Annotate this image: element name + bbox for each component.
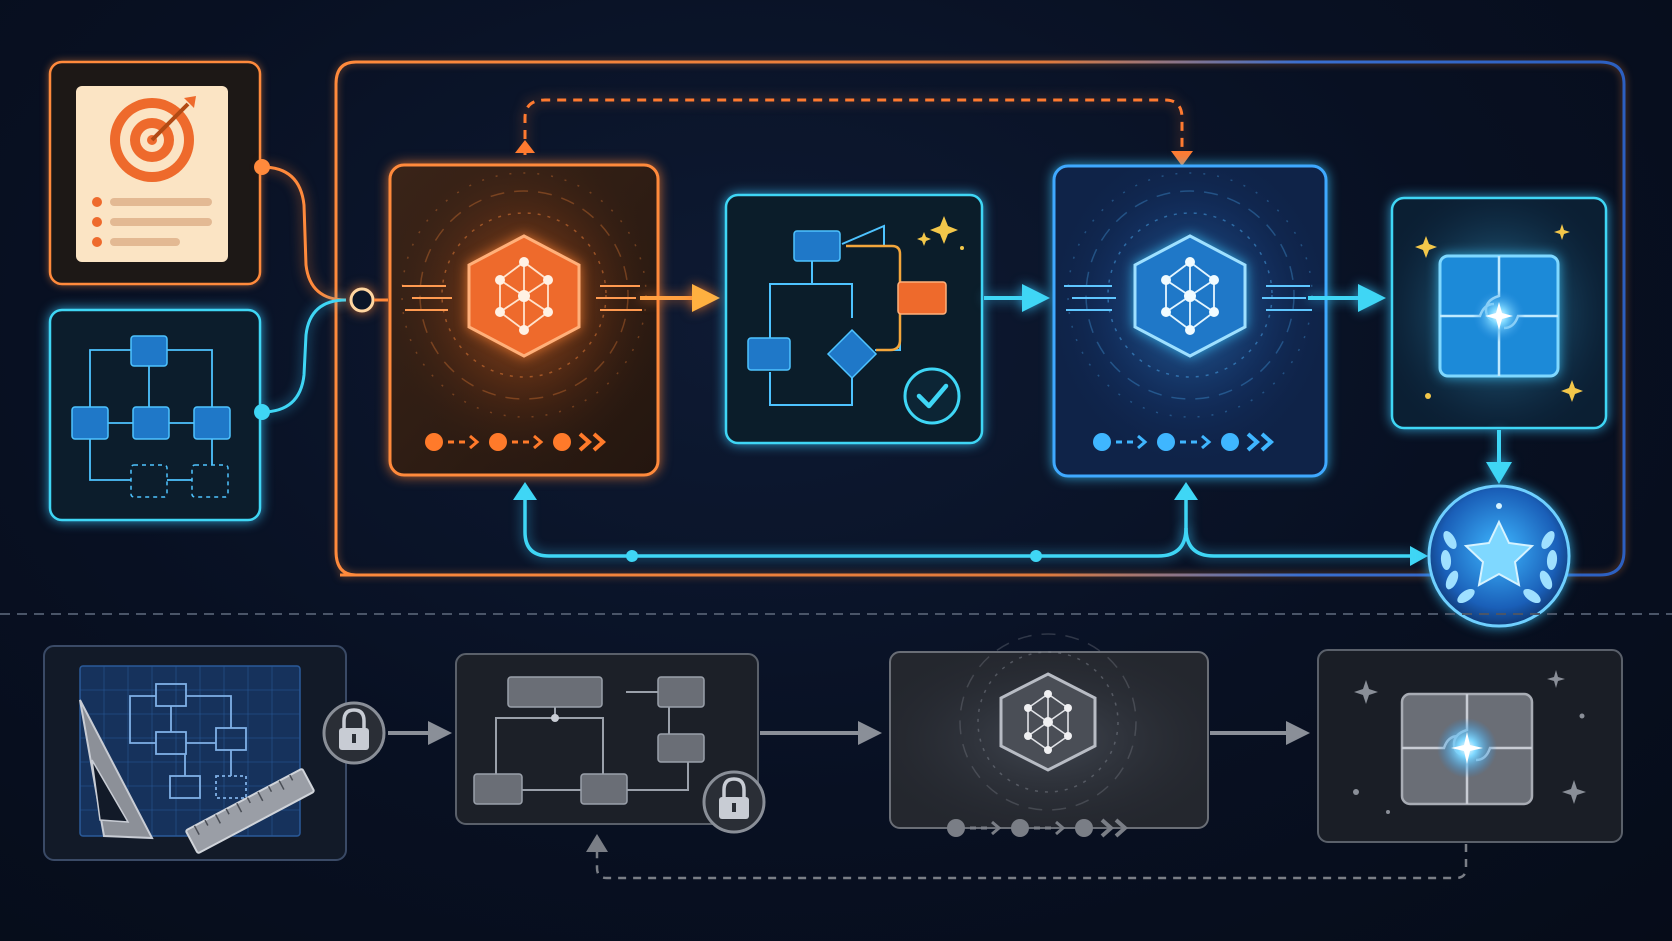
arrow-blueprint-to-flowchart bbox=[388, 721, 452, 745]
star-laurel-badge-icon bbox=[1440, 503, 1558, 604]
puzzle-icon bbox=[1400, 692, 1534, 806]
neural-network-hexagon-icon bbox=[1133, 234, 1247, 358]
bottom-dashed-feedback-connector bbox=[586, 834, 1468, 880]
progress-dots bbox=[947, 818, 1129, 838]
flowchart-icon bbox=[473, 676, 705, 805]
flowchart-gray-card[interactable] bbox=[455, 653, 766, 834]
input-merge-connectors bbox=[254, 159, 388, 420]
lock-icon bbox=[702, 770, 766, 834]
flowchart-icon bbox=[71, 335, 231, 498]
flowchart-check-icon bbox=[747, 216, 964, 425]
workflow-diagram-card[interactable] bbox=[48, 308, 262, 522]
blue-ai-core-card[interactable] bbox=[1052, 164, 1328, 478]
arrow-core-to-puzzle bbox=[1210, 721, 1310, 745]
cyan-feedback-bus bbox=[513, 482, 1428, 566]
target-icon bbox=[110, 96, 196, 182]
flowchart-verified-card[interactable] bbox=[724, 193, 984, 445]
blueprint-design-card[interactable] bbox=[43, 645, 347, 861]
arrow-puzzle-to-award bbox=[1486, 430, 1512, 484]
puzzle-gray-card[interactable] bbox=[1317, 649, 1623, 843]
lock-icon bbox=[322, 701, 386, 765]
progress-dots bbox=[1093, 432, 1275, 452]
arrow-blue-to-puzzle bbox=[1308, 284, 1386, 312]
arrow-flowchart-to-core bbox=[760, 721, 882, 745]
progress-dots bbox=[425, 432, 607, 452]
goal-document-card[interactable] bbox=[48, 60, 262, 286]
star-award-badge[interactable] bbox=[1427, 484, 1571, 628]
neural-network-hexagon-icon bbox=[467, 234, 581, 358]
outer-loop-frame bbox=[334, 60, 1626, 577]
document-list-lines bbox=[92, 197, 212, 247]
top-dashed-feedback-connector bbox=[515, 98, 1193, 166]
arrow-flowchart-to-blue bbox=[984, 284, 1050, 312]
blueprint-ruler-icon bbox=[79, 683, 315, 854]
neural-network-hexagon-icon bbox=[999, 672, 1097, 772]
orange-ai-core-card[interactable] bbox=[388, 163, 660, 477]
gray-ai-core-card[interactable] bbox=[889, 633, 1209, 838]
puzzle-icon bbox=[1438, 254, 1560, 378]
arrow-orange-to-flowchart bbox=[640, 284, 720, 312]
puzzle-solution-card[interactable] bbox=[1390, 196, 1608, 430]
